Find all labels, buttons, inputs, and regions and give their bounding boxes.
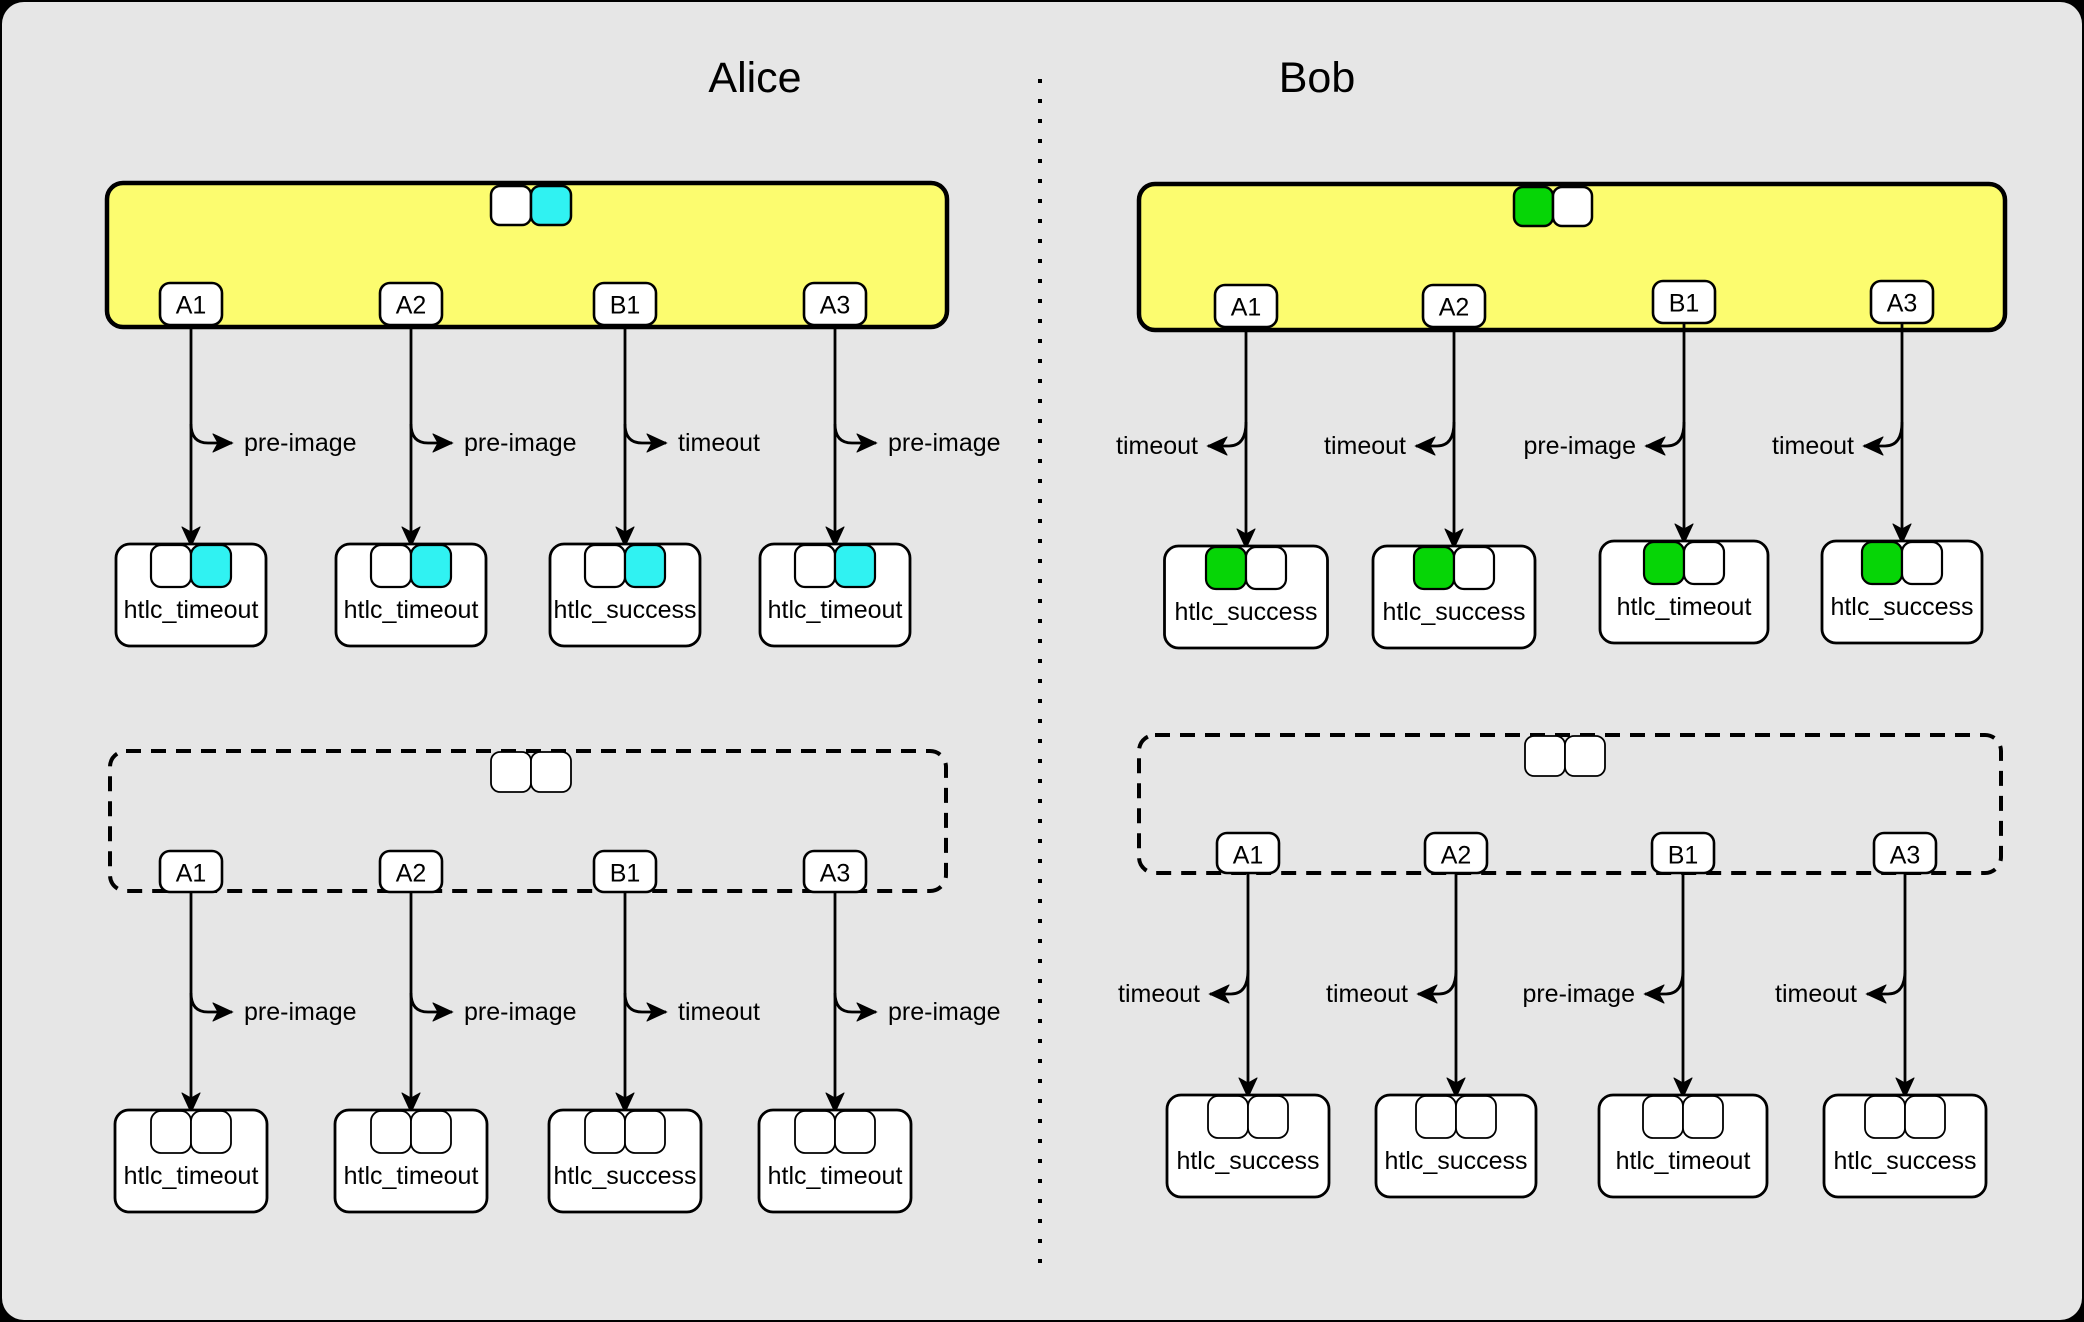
svg-text:timeout: timeout bbox=[1772, 432, 1854, 460]
svg-text:htlc_timeout: htlc_timeout bbox=[124, 1162, 259, 1190]
svg-text:B1: B1 bbox=[610, 292, 641, 320]
svg-text:pre-image: pre-image bbox=[888, 998, 1001, 1026]
svg-text:timeout: timeout bbox=[678, 998, 760, 1026]
svg-text:pre-image: pre-image bbox=[464, 998, 577, 1026]
svg-text:B1: B1 bbox=[1668, 842, 1699, 870]
svg-text:A3: A3 bbox=[1887, 290, 1918, 318]
svg-text:htlc_timeout: htlc_timeout bbox=[124, 596, 259, 624]
svg-text:A1: A1 bbox=[176, 292, 207, 320]
svg-text:A2: A2 bbox=[1439, 294, 1470, 322]
svg-text:A3: A3 bbox=[1890, 842, 1921, 870]
svg-text:A1: A1 bbox=[176, 860, 207, 888]
svg-text:htlc_success: htlc_success bbox=[1382, 598, 1525, 626]
svg-text:pre-image: pre-image bbox=[244, 429, 357, 457]
svg-text:pre-image: pre-image bbox=[244, 998, 357, 1026]
svg-text:pre-image: pre-image bbox=[1522, 980, 1635, 1008]
svg-text:A1: A1 bbox=[1231, 294, 1262, 322]
svg-text:htlc_timeout: htlc_timeout bbox=[768, 596, 903, 624]
svg-text:htlc_success: htlc_success bbox=[1833, 1147, 1976, 1175]
svg-text:htlc_timeout: htlc_timeout bbox=[344, 596, 479, 624]
svg-text:timeout: timeout bbox=[1118, 980, 1200, 1008]
svg-text:A2: A2 bbox=[396, 860, 427, 888]
svg-text:htlc_success: htlc_success bbox=[1176, 1147, 1319, 1175]
svg-text:timeout: timeout bbox=[678, 429, 760, 457]
svg-text:htlc_success: htlc_success bbox=[553, 1162, 696, 1190]
svg-text:htlc_success: htlc_success bbox=[1830, 593, 1973, 621]
svg-text:htlc_timeout: htlc_timeout bbox=[768, 1162, 903, 1190]
svg-text:pre-image: pre-image bbox=[888, 429, 1001, 457]
svg-text:timeout: timeout bbox=[1324, 432, 1406, 460]
svg-text:timeout: timeout bbox=[1116, 432, 1198, 460]
svg-text:B1: B1 bbox=[1669, 290, 1700, 318]
svg-text:htlc_success: htlc_success bbox=[1174, 598, 1317, 626]
svg-text:htlc_timeout: htlc_timeout bbox=[344, 1162, 479, 1190]
svg-text:A2: A2 bbox=[396, 292, 427, 320]
svg-text:A3: A3 bbox=[820, 860, 851, 888]
svg-text:A3: A3 bbox=[820, 292, 851, 320]
svg-text:B1: B1 bbox=[610, 860, 641, 888]
svg-text:htlc_timeout: htlc_timeout bbox=[1617, 593, 1752, 621]
svg-text:A1: A1 bbox=[1233, 842, 1264, 870]
svg-text:Alice: Alice bbox=[708, 54, 801, 102]
svg-text:htlc_success: htlc_success bbox=[1384, 1147, 1527, 1175]
svg-text:htlc_success: htlc_success bbox=[553, 596, 696, 624]
svg-text:htlc_timeout: htlc_timeout bbox=[1616, 1147, 1751, 1175]
svg-text:pre-image: pre-image bbox=[464, 429, 577, 457]
svg-text:pre-image: pre-image bbox=[1523, 432, 1636, 460]
svg-text:timeout: timeout bbox=[1775, 980, 1857, 1008]
svg-text:timeout: timeout bbox=[1326, 980, 1408, 1008]
svg-text:A2: A2 bbox=[1441, 842, 1472, 870]
svg-text:Bob: Bob bbox=[1279, 54, 1356, 102]
